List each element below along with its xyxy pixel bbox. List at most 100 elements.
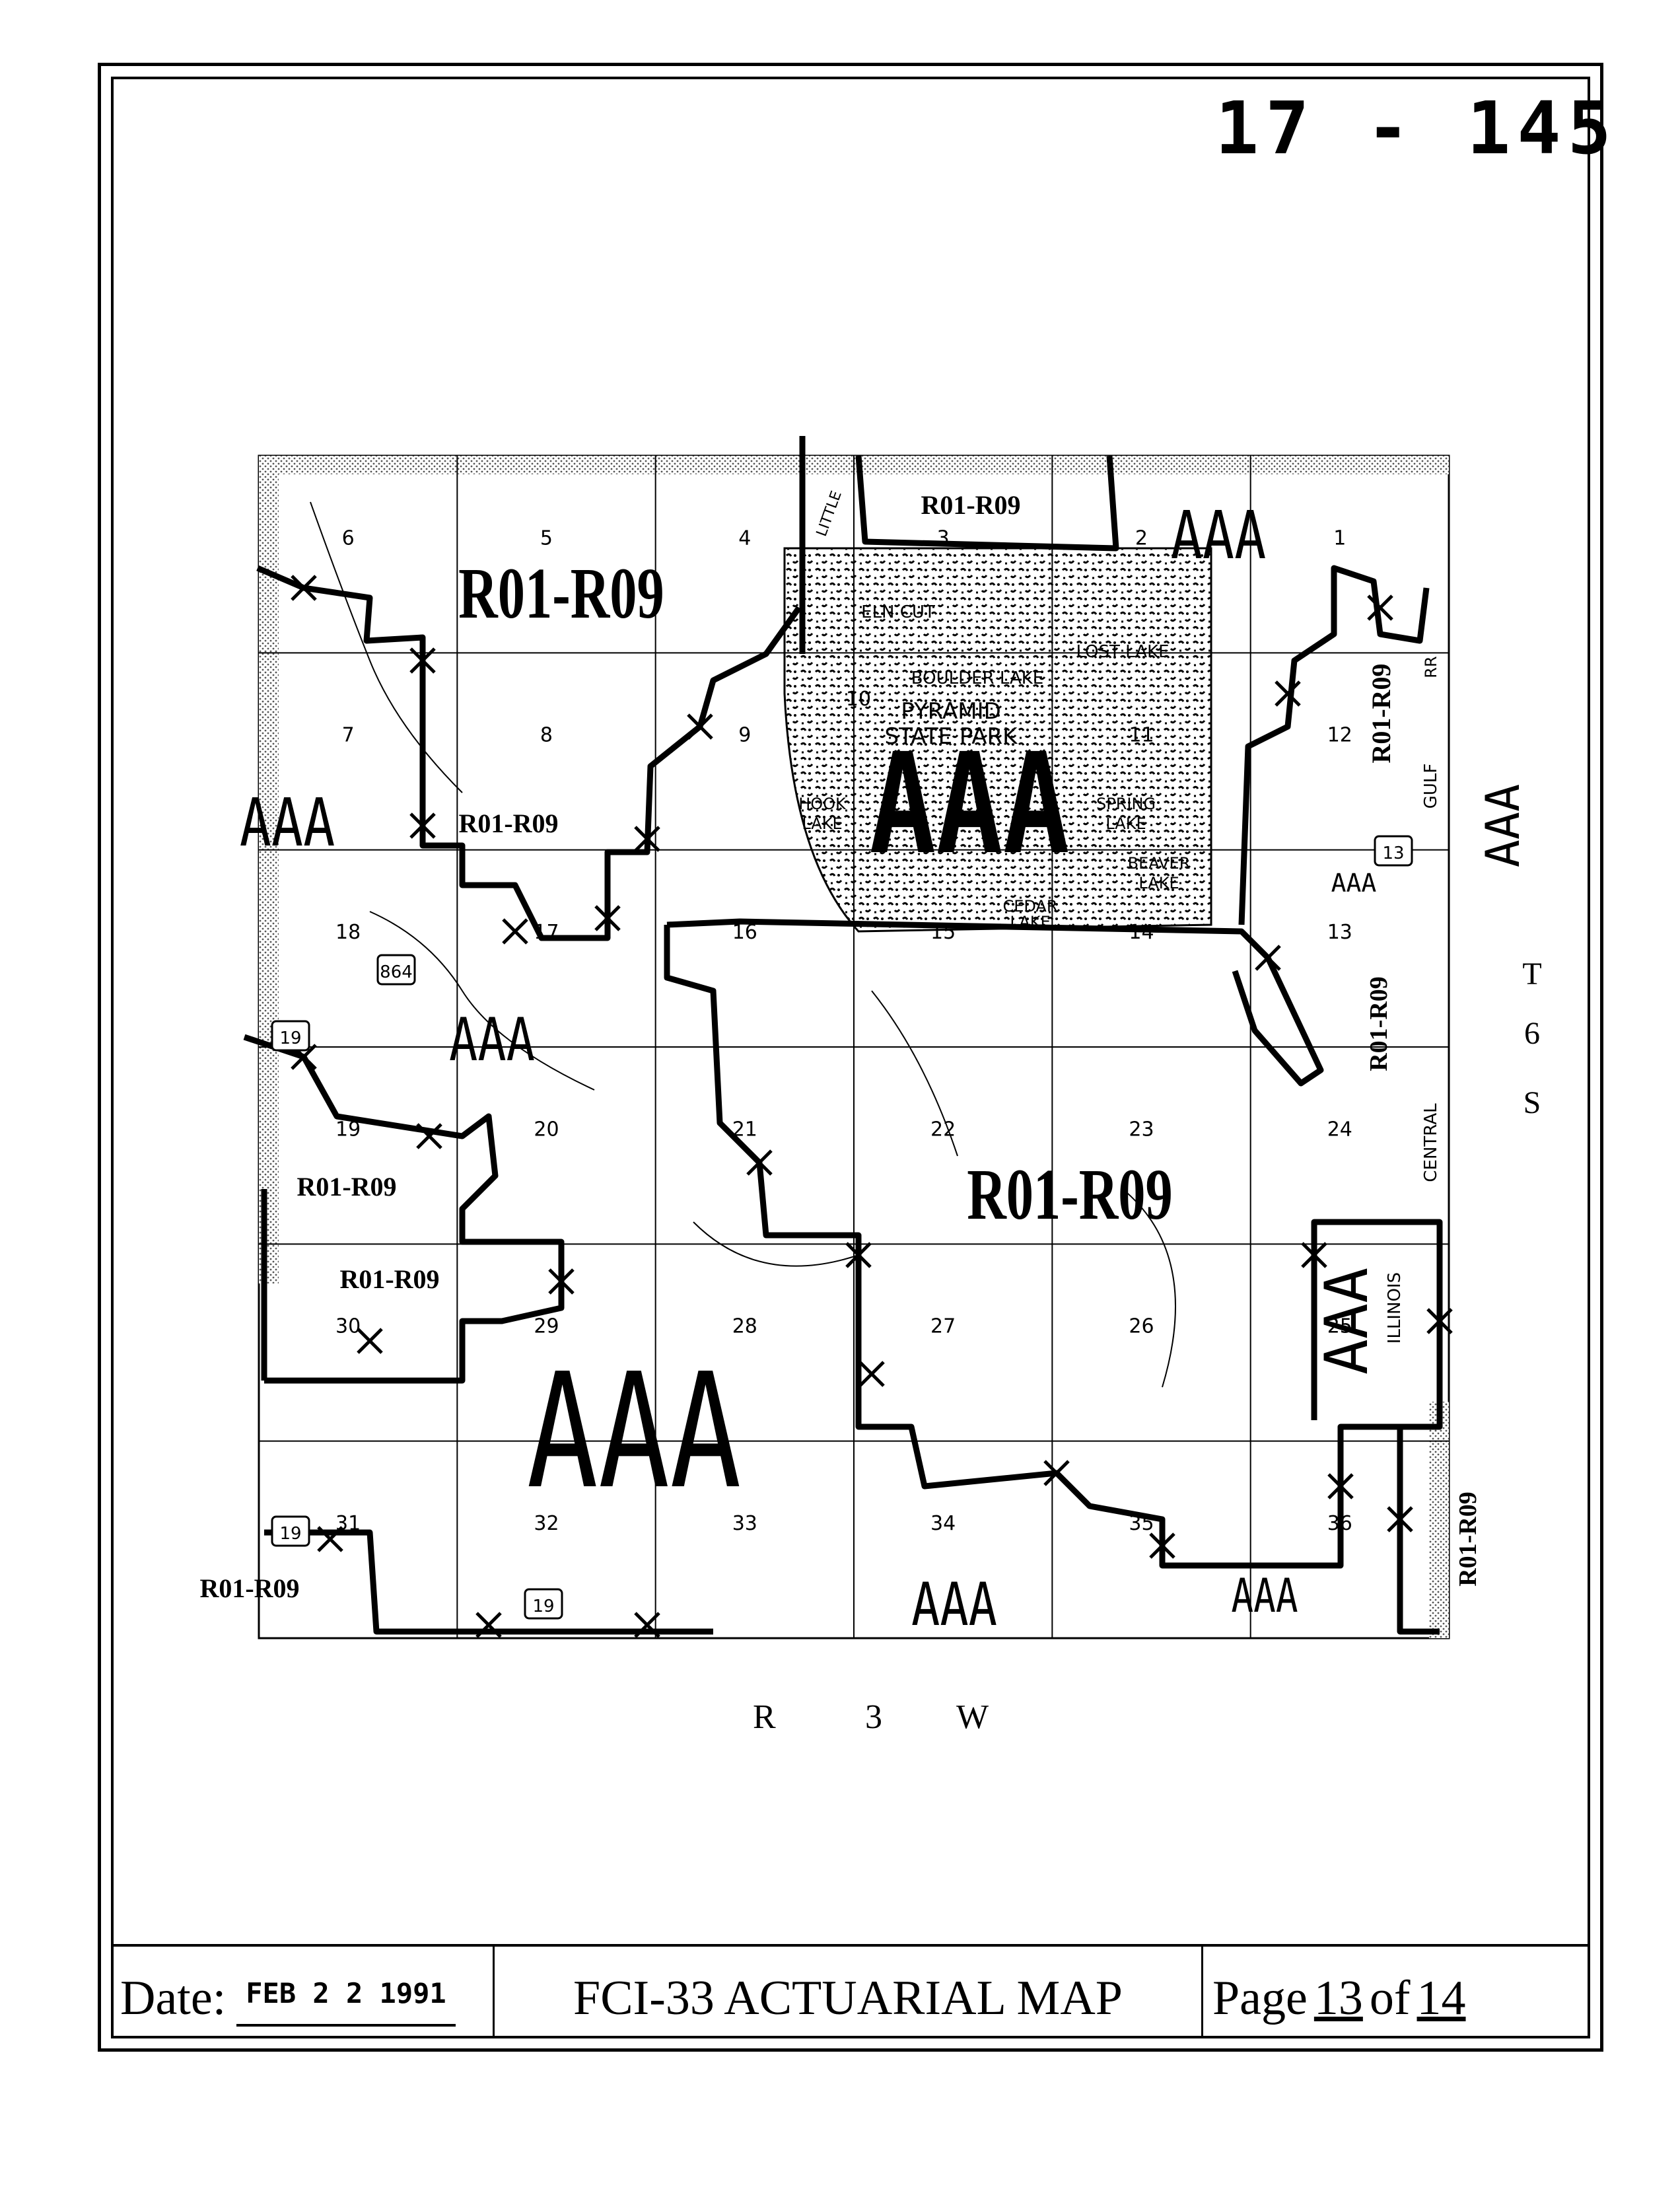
- boundary-crossing-mark: [409, 812, 436, 839]
- section-number: 26: [1129, 1315, 1154, 1338]
- boundary-crossing-mark: [317, 1526, 343, 1552]
- township-label: T: [1522, 956, 1541, 991]
- boundary-crossing-mark: [1367, 594, 1393, 621]
- section-number: 27: [930, 1315, 956, 1338]
- zone-boundary-line: [666, 918, 1324, 1087]
- page-current: 13: [1313, 1971, 1363, 2025]
- section-number: 15: [930, 921, 956, 944]
- date-label: Date:: [120, 1971, 227, 2025]
- place-name: BOULDER LAKE: [911, 668, 1043, 688]
- place-name: CENTRAL: [1421, 1103, 1441, 1182]
- section-number: 21: [732, 1118, 757, 1141]
- map-title: FCI-33 ACTUARIAL MAP: [573, 1971, 1123, 2025]
- boundary-crossing-mark: [1255, 945, 1281, 971]
- section-number: 12: [1327, 724, 1352, 747]
- section-number: 4: [738, 526, 751, 550]
- route-shield: [271, 1515, 310, 1547]
- outer-border: [98, 63, 1603, 2052]
- place-name: LAKE: [802, 814, 842, 833]
- route-shield: [524, 1588, 563, 1620]
- document-number: 17 - 145: [1215, 86, 1618, 170]
- page-cell: Page 13 of 14: [1201, 1947, 1590, 2038]
- place-name: STATE PARK: [885, 723, 1019, 750]
- section-number: 5: [540, 526, 553, 550]
- place-name: PYRAMID: [901, 698, 1001, 725]
- section-number: 23: [1129, 1118, 1154, 1141]
- place-name: SPRING: [1096, 795, 1156, 813]
- rating-zone-label: R01-R09: [1365, 976, 1393, 1071]
- boundary-crossing-mark: [1275, 680, 1301, 707]
- rating-zone-label: AAA: [1476, 784, 1530, 867]
- boundary-crossing-mark: [634, 826, 660, 852]
- route-number: 19: [279, 1028, 301, 1048]
- rating-zone-label: AAA: [869, 723, 1069, 885]
- rating-zone-label: AAA: [240, 785, 335, 861]
- stream: [310, 501, 463, 793]
- route-shield: [1374, 835, 1413, 867]
- place-name: CEDAR: [1002, 897, 1057, 916]
- boundary-crossing-mark: [502, 918, 528, 945]
- zone-boundary-line: [1397, 1427, 1440, 1635]
- rating-zone-label: R01-R09: [199, 1573, 299, 1603]
- section-number: 1: [1333, 526, 1346, 550]
- section-number: 18: [335, 921, 361, 944]
- section-number: 13: [1327, 921, 1352, 944]
- stream: [693, 1221, 859, 1267]
- place-name: LAKE: [1138, 874, 1179, 892]
- map-title-cell: FCI-33 ACTUARIAL MAP: [493, 1947, 1201, 2038]
- state-park-area: [783, 547, 1212, 933]
- zone-boundary-line: [799, 436, 1119, 654]
- rating-zone-label: AAA: [449, 1005, 535, 1075]
- route-number: 864: [380, 962, 413, 982]
- route-number: 19: [532, 1597, 554, 1616]
- boundary-crossing-mark: [409, 647, 436, 674]
- section-number: 6: [342, 526, 355, 550]
- place-name: ELN CUT: [861, 602, 935, 622]
- zone-boundary-line: [664, 925, 1443, 1569]
- rating-zone-label: AAA: [1171, 497, 1266, 574]
- section-number: 31: [335, 1512, 361, 1535]
- section-number: 28: [732, 1315, 757, 1338]
- section-number: 17: [534, 921, 559, 944]
- section-number: 8: [540, 724, 553, 747]
- place-name: ILLINOIS: [1385, 1272, 1405, 1344]
- rating-zone-label: R01-R09: [458, 554, 664, 634]
- page-label: Page: [1212, 1971, 1308, 2025]
- rating-zone-label: R01-R09: [339, 1264, 439, 1294]
- rating-zone-label: R01-R09: [297, 1172, 396, 1202]
- rating-zone-label: AAA: [1331, 869, 1377, 898]
- section-number: 35: [1129, 1512, 1154, 1535]
- section-number: 7: [342, 724, 355, 747]
- section-number: 36: [1327, 1512, 1352, 1535]
- route-number: 19: [279, 1524, 301, 1544]
- inner-border: [111, 77, 1590, 2038]
- place-name: GULF: [1421, 764, 1441, 809]
- boundary-crossing-mark: [291, 575, 317, 601]
- boundary-crossing-mark: [746, 1149, 773, 1176]
- section-number: 3: [937, 526, 950, 550]
- boundary-crossing-mark: [357, 1328, 383, 1354]
- zone-boundary-line: [1238, 565, 1430, 925]
- stream: [871, 990, 958, 1157]
- section-number: 34: [930, 1512, 956, 1535]
- boundary-crossing-mark: [548, 1268, 575, 1295]
- boundary-crossing-mark: [416, 1123, 442, 1149]
- rating-zone-label: R01-R09: [1366, 663, 1396, 763]
- section-number: 9: [738, 724, 751, 747]
- rating-zone-label: R01-R09: [458, 809, 558, 838]
- section-number: 32: [534, 1512, 559, 1535]
- range-number: 3: [865, 1698, 882, 1736]
- boundary-crossing-mark: [1327, 1473, 1354, 1499]
- stream: [369, 911, 595, 1091]
- rating-zone-label: AAA: [911, 1570, 997, 1639]
- section-number: 30: [335, 1315, 361, 1338]
- township-label: 6: [1524, 1016, 1540, 1051]
- zone-boundary-line: [243, 1034, 565, 1384]
- section-number: 25: [1327, 1315, 1352, 1338]
- border-strip-left: [259, 456, 279, 1283]
- boundary-crossing-mark: [594, 905, 621, 931]
- range-letter-r: R: [753, 1698, 776, 1736]
- map-base: [243, 436, 1453, 1639]
- boundary-crossing-mark: [1301, 1242, 1327, 1268]
